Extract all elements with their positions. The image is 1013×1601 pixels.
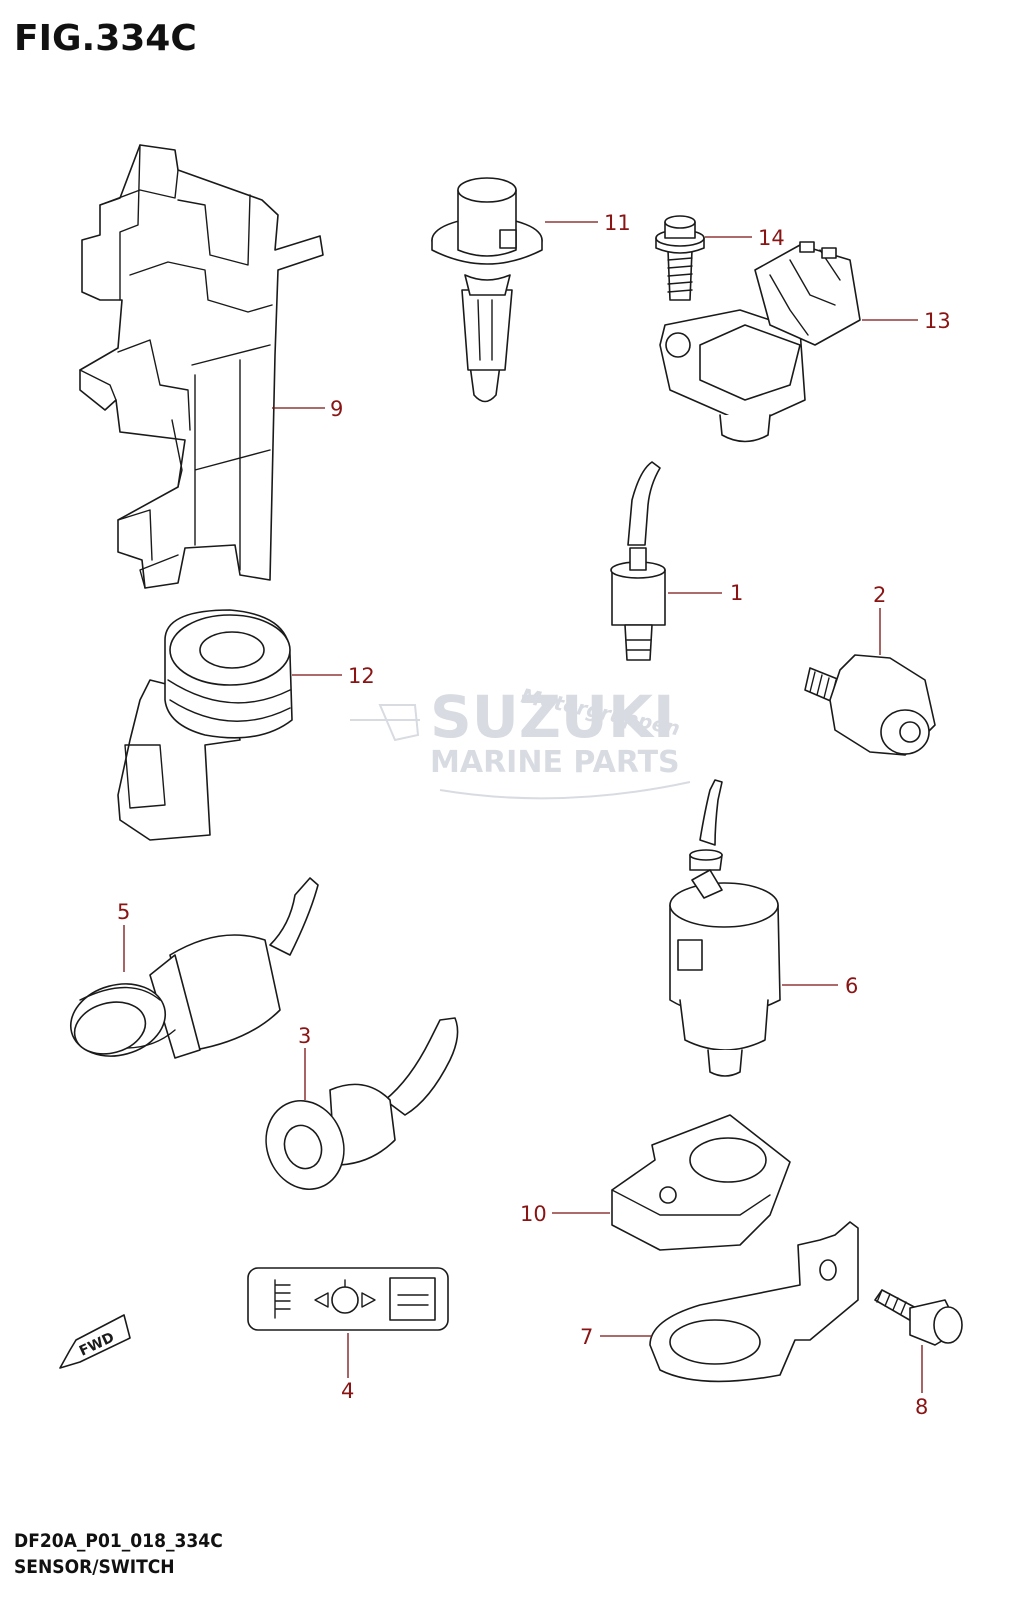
part-2-knock-sensor <box>804 654 936 756</box>
part-1-temperature-sensor <box>610 461 666 661</box>
callout-5: 5 <box>117 900 130 924</box>
leader-lines <box>123 221 923 1393</box>
part-3-sensor <box>265 1017 459 1191</box>
part-10-plate <box>611 1114 791 1251</box>
part-9-harness-bracket <box>79 144 324 589</box>
figure-code: DF20A_P01_018_334C <box>14 1530 223 1552</box>
fwd-arrow: FWD <box>59 1314 131 1369</box>
callouts: 11 14 13 9 1 2 12 5 3 6 10 4 7 8 <box>117 211 951 1419</box>
callout-13: 13 <box>924 309 951 333</box>
callout-7: 7 <box>580 1325 593 1349</box>
callout-3: 3 <box>298 1024 311 1048</box>
callout-14: 14 <box>758 226 785 250</box>
part-5-switch <box>69 877 319 1059</box>
callout-9: 9 <box>330 397 343 421</box>
figure-title: FIG.334C <box>14 18 197 59</box>
part-4-label <box>247 1267 449 1331</box>
callout-2: 2 <box>873 583 886 607</box>
watermark-wave <box>439 781 691 800</box>
part-6-pressure-switch <box>669 779 781 1077</box>
watermark-subtitle: MARINE PARTS <box>430 745 680 780</box>
part-7-bracket <box>649 1221 859 1383</box>
watermark-outboard-icon <box>350 704 420 742</box>
callout-10: 10 <box>520 1202 547 1226</box>
callout-4: 4 <box>341 1379 354 1403</box>
callout-8: 8 <box>915 1395 928 1419</box>
callout-6: 6 <box>845 974 858 998</box>
part-8-bolt <box>874 1289 963 1346</box>
part-11-air-temp-sensor <box>431 177 543 403</box>
callout-11: 11 <box>604 211 631 235</box>
part-12-grommet-bracket <box>117 609 293 841</box>
watermark-brand: SUZUKI <box>430 683 675 751</box>
part-13-map-sensor <box>659 241 861 443</box>
figure-name: SENSOR/SWITCH <box>14 1556 175 1578</box>
callout-12: 12 <box>348 664 375 688</box>
watermark: SUZUKI MARINE PARTS Motorgruppen <box>350 683 691 800</box>
part-14-bolt <box>655 215 705 301</box>
callout-1: 1 <box>730 581 743 605</box>
